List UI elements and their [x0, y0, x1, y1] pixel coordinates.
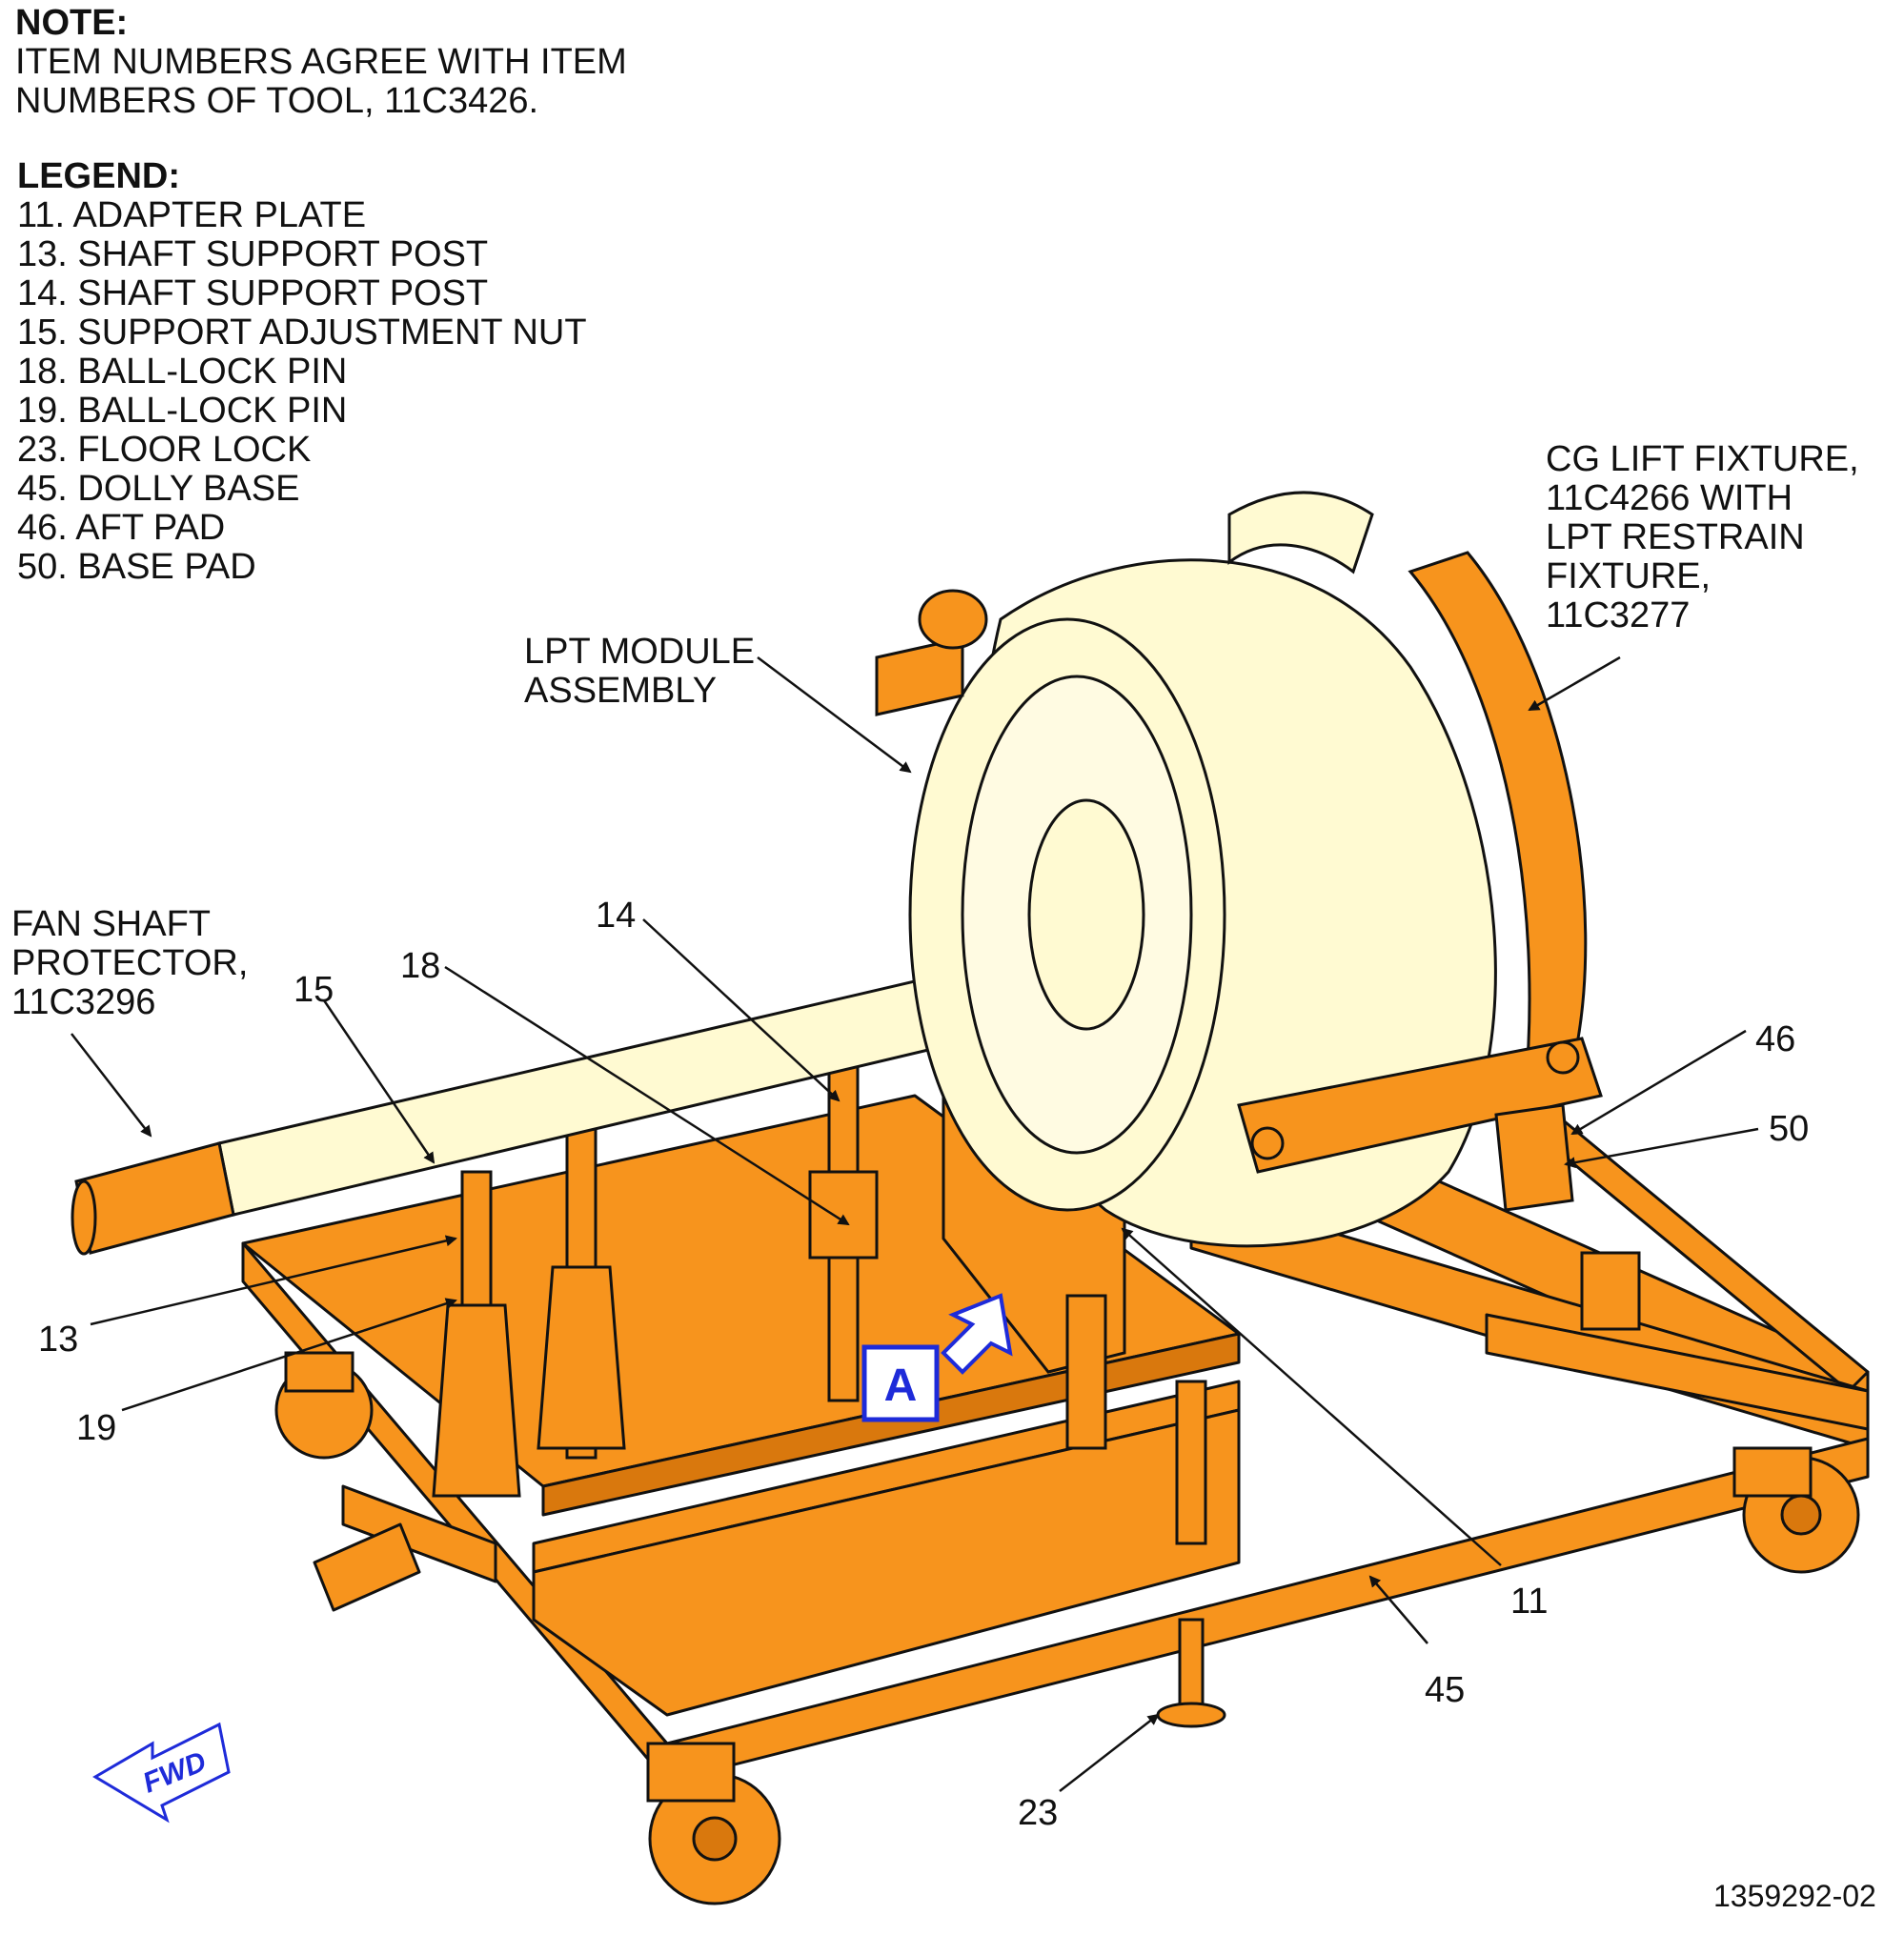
legend-item: 11. ADAPTER PLATE [17, 195, 367, 235]
note-heading: NOTE: [15, 3, 129, 43]
note-line-2: NUMBERS OF TOOL, 11C3426. [15, 81, 539, 121]
fwd-arrow [92, 1722, 231, 1824]
callout-19: 19 [76, 1408, 117, 1448]
callout-46: 46 [1755, 1019, 1796, 1059]
callout-50: 50 [1769, 1109, 1810, 1149]
legend-item: 46. AFT PAD [17, 508, 226, 548]
note-line-1: ITEM NUMBERS AGREE WITH ITEM [15, 42, 627, 82]
legend-heading: LEGEND: [17, 156, 180, 196]
cg-lift-fixture [875, 589, 1641, 1331]
legend-item: 23. FLOOR LOCK [17, 430, 312, 470]
callout-13: 13 [38, 1320, 79, 1360]
legend-item: 14. SHAFT SUPPORT POST [17, 273, 489, 313]
view-marker-letter: A [884, 1361, 918, 1411]
label-cg-lift-fixture: CG LIFT FIXTURE, 11C4266 WITH LPT RESTRA… [1546, 439, 1859, 635]
view-marker-box [861, 1344, 940, 1422]
floor-lock [1156, 1618, 1226, 1728]
view-arrow [941, 1293, 1013, 1375]
label-fan-shaft-protector: FAN SHAFT PROTECTOR, 11C3296 [11, 904, 249, 1022]
label-lpt-module: LPT MODULE ASSEMBLY [524, 632, 756, 711]
legend-item: 15. SUPPORT ADJUSTMENT NUT [17, 312, 587, 353]
leader-lines [71, 655, 1759, 1792]
callout-18: 18 [400, 946, 441, 986]
legend-item: 19. BALL-LOCK PIN [17, 391, 348, 431]
legend-item: 13. SHAFT SUPPORT POST [17, 234, 489, 274]
legend-item: 50. BASE PAD [17, 547, 256, 587]
legend-list: 11. ADAPTER PLATE 13. SHAFT SUPPORT POST… [17, 196, 587, 587]
legend-item: 18. BALL-LOCK PIN [17, 352, 348, 392]
caster-wheels [274, 1351, 1860, 1905]
figure-number: 1359292-02 [1713, 1879, 1876, 1913]
legend-item: 45. DOLLY BASE [17, 469, 300, 509]
fan-shaft-protector [71, 946, 1079, 1256]
callout-45: 45 [1425, 1670, 1466, 1710]
callout-15: 15 [294, 970, 334, 1010]
callout-11: 11 [1510, 1582, 1549, 1622]
callout-23: 23 [1018, 1793, 1059, 1833]
callout-14: 14 [596, 896, 637, 936]
